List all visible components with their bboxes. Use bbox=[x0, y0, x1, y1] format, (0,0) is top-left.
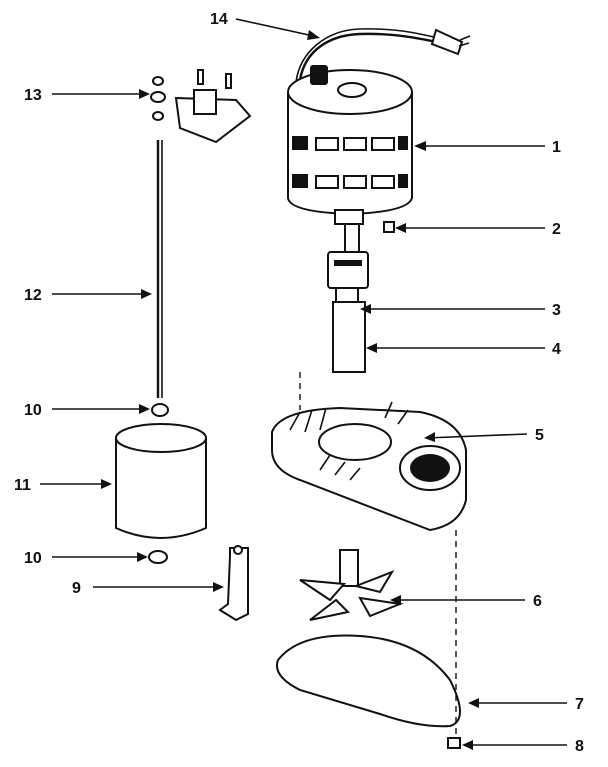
callout-14: 14 bbox=[210, 11, 228, 28]
callout-5: 5 bbox=[535, 427, 544, 444]
callout-12: 12 bbox=[24, 287, 42, 304]
power-cord-icon bbox=[295, 28, 471, 83]
pump-housing-icon bbox=[271, 401, 467, 532]
coupling-icon bbox=[327, 223, 369, 303]
washer-icon bbox=[148, 550, 168, 564]
callout-3: 3 bbox=[552, 302, 561, 319]
callout-11: 11 bbox=[14, 477, 31, 494]
callout-13: 13 bbox=[24, 87, 42, 104]
callout-6: 6 bbox=[533, 593, 542, 610]
screw-icon bbox=[383, 221, 395, 233]
callout-9: 9 bbox=[72, 580, 81, 597]
impeller-icon bbox=[299, 549, 404, 621]
switch-icon bbox=[150, 69, 252, 144]
callout-10-upper: 10 bbox=[24, 402, 42, 419]
callout-4: 4 bbox=[552, 341, 561, 358]
leader-lines bbox=[40, 18, 567, 750]
rod-icon bbox=[156, 140, 163, 398]
motor-icon bbox=[287, 65, 413, 225]
callout-10-lower: 10 bbox=[24, 550, 42, 567]
screw-icon bbox=[447, 737, 461, 749]
float-icon bbox=[115, 423, 207, 539]
callout-1: 1 bbox=[552, 139, 561, 156]
shaft-icon bbox=[299, 301, 366, 410]
callout-8: 8 bbox=[575, 738, 584, 755]
callout-7: 7 bbox=[575, 696, 584, 713]
base-plate-icon bbox=[276, 530, 461, 740]
bracket-icon bbox=[218, 545, 249, 622]
callout-2: 2 bbox=[552, 221, 561, 238]
washer-icon bbox=[151, 403, 169, 417]
